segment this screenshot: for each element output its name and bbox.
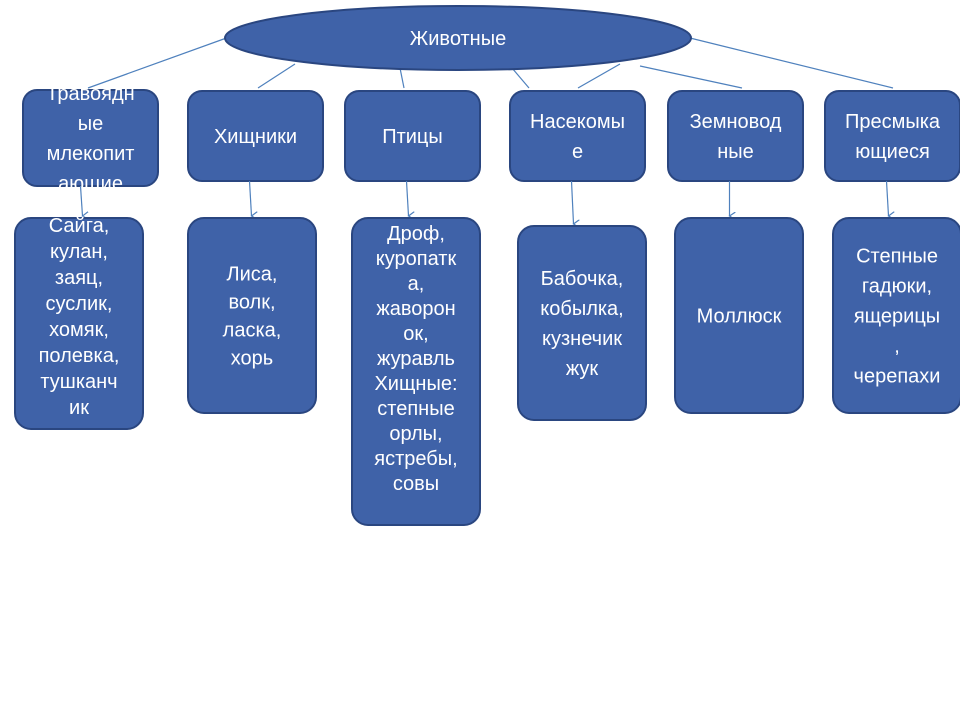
examples-text-line: совы <box>393 473 439 495</box>
examples-text-line: а, <box>408 273 425 295</box>
examples-text: Бабочка, кобылка, кузнечик жук <box>540 268 623 380</box>
category-box <box>22 89 159 187</box>
category-label: Насекомы е <box>530 111 625 163</box>
root-connector <box>257 63 296 89</box>
examples-text-line: журавль <box>377 348 455 370</box>
root-connector <box>87 35 233 89</box>
examples-text-line: Лиса, <box>227 264 278 286</box>
category-box <box>509 90 646 182</box>
category-label: Хищники <box>214 126 297 148</box>
examples-text-line: Дроф, <box>387 223 445 245</box>
category-label: Пресмыка ющиеся <box>845 111 941 163</box>
category-label: Птицы <box>382 126 443 148</box>
examples-text: Моллюск <box>697 306 782 328</box>
category-label-line: Насекомы <box>530 111 625 133</box>
examples-box <box>14 217 144 430</box>
examples-text-line: Степные <box>856 246 938 268</box>
examples-text-line: Сайга, <box>49 215 110 237</box>
examples-text-line: Бабочка, <box>541 268 624 290</box>
arrow-connector <box>248 180 252 216</box>
examples-text-line: тушканч <box>40 371 117 393</box>
category-label-line: е <box>572 141 583 163</box>
examples-text: Лиса, волк, ласка, хорь <box>223 264 282 370</box>
examples-text-line: жук <box>566 358 599 380</box>
root-connector <box>399 67 405 89</box>
examples-text-line: кулан, <box>50 241 108 263</box>
arrow-connector <box>885 180 889 216</box>
category-box <box>344 90 481 182</box>
category-label-line: Хищники <box>214 126 297 148</box>
examples-text-line: черепахи <box>854 366 941 388</box>
category-label: Травоядн ые млекопит ающие <box>46 83 134 195</box>
root-connector <box>689 37 894 89</box>
category-label-line: ающие <box>58 173 123 195</box>
examples-text-line: , <box>894 336 900 358</box>
arrow-connector <box>405 180 409 216</box>
examples-text-line: Хищные: <box>374 373 457 395</box>
examples-text-line: хомяк, <box>49 319 109 341</box>
examples-box <box>832 217 960 414</box>
root-node: Животные <box>224 5 692 71</box>
category-label-line: ющиеся <box>855 141 930 163</box>
connector-lines <box>87 35 894 89</box>
examples-text-line: полевка, <box>39 345 120 367</box>
examples-text-line: заяц, <box>55 267 103 289</box>
examples-text-line: степные <box>377 398 454 420</box>
category-label-line: ные <box>717 141 754 163</box>
root-connector <box>639 65 743 89</box>
root-connector <box>577 63 621 89</box>
category-label-line: млекопит <box>47 143 135 165</box>
examples-text-line: гадюки, <box>862 276 932 298</box>
category-box <box>187 90 324 182</box>
examples-box <box>187 217 317 414</box>
root-label: Животные <box>410 28 506 50</box>
category-label-line: ые <box>78 113 104 135</box>
examples-text-line: кобылка, <box>540 298 623 320</box>
examples-text-line: хорь <box>231 348 273 370</box>
category-label-line: Земновод <box>690 111 782 133</box>
root-connector <box>511 67 530 89</box>
arrow-connector <box>79 185 83 216</box>
category-label-line: Птицы <box>382 126 443 148</box>
examples-text-line: Моллюск <box>697 306 782 328</box>
category-box <box>667 90 804 182</box>
examples-text-line: кузнечик <box>542 328 622 350</box>
examples-text-line: ик <box>69 397 89 419</box>
examples-text-line: ястребы, <box>374 448 457 470</box>
examples-text: Степные гадюки, ящерицы, черепахи <box>854 246 941 388</box>
examples-text-line: суслик, <box>46 293 113 315</box>
examples-box <box>517 225 647 421</box>
examples-text: Сайга, кулан, заяц, суслик, хомяк, полевка, ту… <box>39 215 120 419</box>
category-label-line: Пресмыка <box>845 111 941 133</box>
category-box <box>824 90 960 182</box>
examples-text-line: волк, <box>228 292 275 314</box>
examples-text-line: орлы, <box>389 423 442 445</box>
examples-text-line: куропатк <box>376 248 457 270</box>
arrow-connector <box>570 180 574 224</box>
examples-text-line: ящерицы <box>854 306 940 328</box>
category-label-line: Травоядн <box>46 83 134 105</box>
examples-text-line: ок, <box>403 323 428 345</box>
category-label: Земновод ные <box>690 111 782 163</box>
examples-text-line: ласка, <box>223 320 282 342</box>
examples-box <box>674 217 804 414</box>
examples-box <box>351 217 481 526</box>
examples-text-line: жаворон <box>376 298 455 320</box>
